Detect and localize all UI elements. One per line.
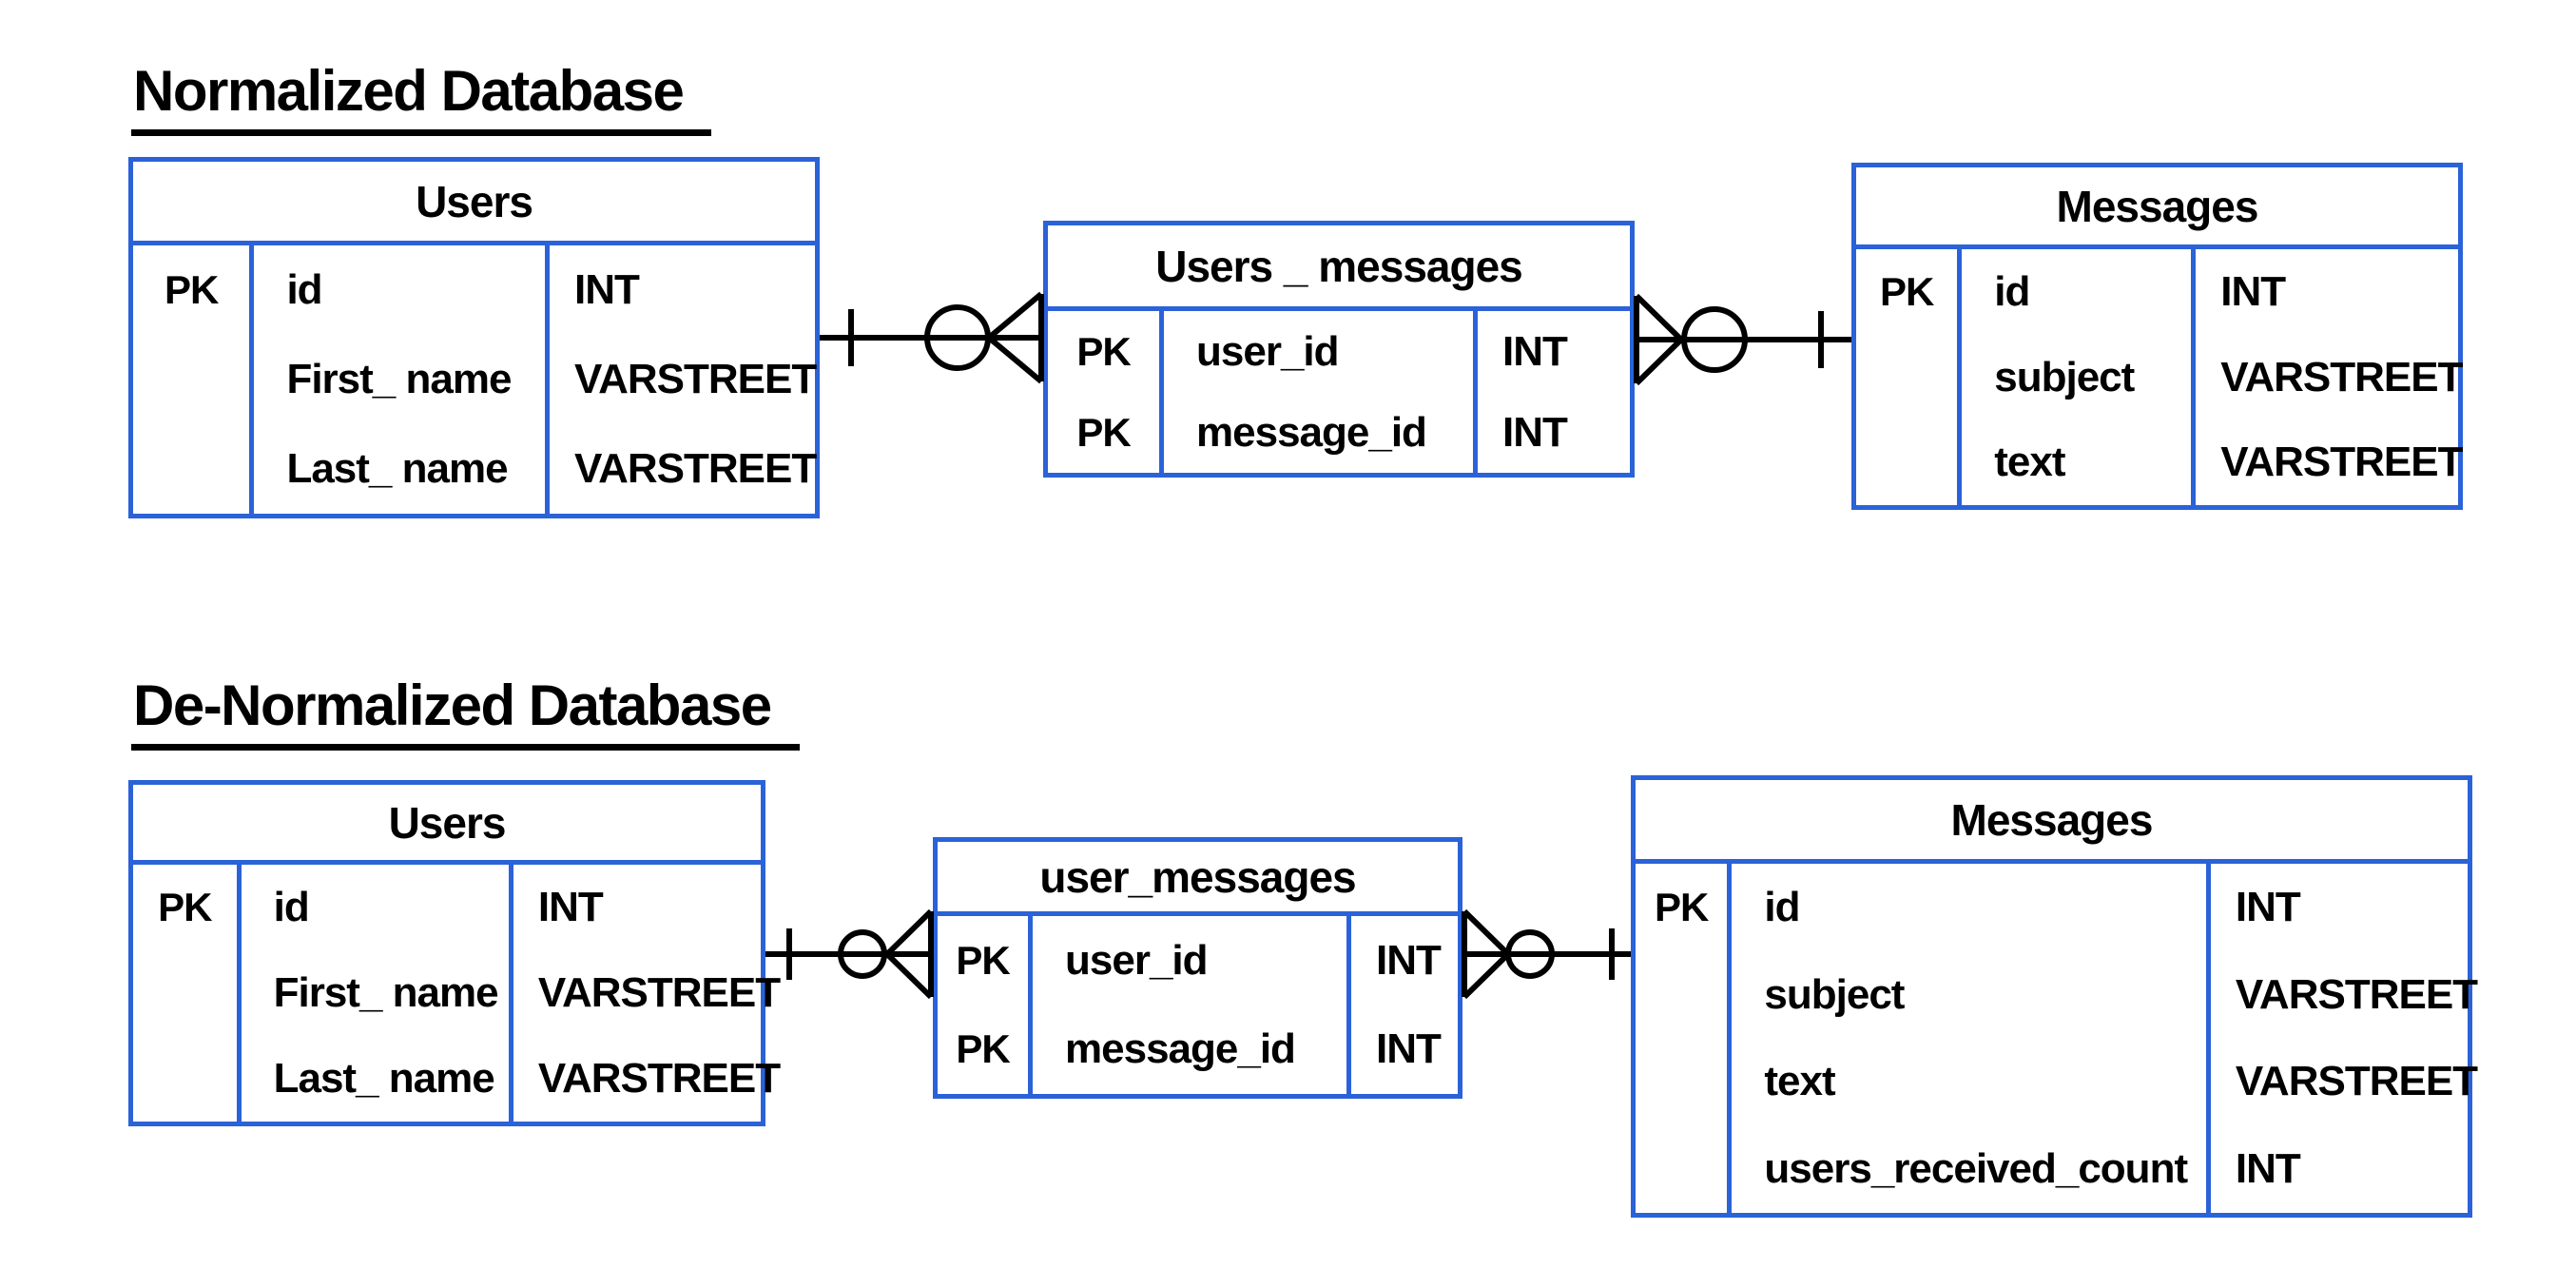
table-body: PK id First_ name Last_ name INT VARSTRE… bbox=[133, 865, 781, 1122]
cardinality-zero-icon bbox=[1681, 306, 1748, 373]
field-type: INT bbox=[1376, 1025, 1442, 1073]
table-body: PK PK user_id message_id INT INT bbox=[938, 916, 1458, 1094]
pk-cell bbox=[133, 950, 237, 1036]
pk-cell: PK bbox=[165, 267, 219, 312]
pk-cell: PK bbox=[956, 937, 1010, 983]
pk-cell: PK bbox=[1076, 328, 1131, 374]
table-users-normalized: Users PK id First_ name Last_ name INT V… bbox=[128, 157, 820, 518]
field-type: VARSTREET bbox=[574, 356, 817, 402]
field-name: Last_ name bbox=[273, 1055, 495, 1102]
pk-cell: PK bbox=[956, 1026, 1010, 1072]
section-title-denormalized: De-Normalized Database bbox=[131, 677, 800, 751]
pk-cell: PK bbox=[1879, 268, 1934, 314]
pk-cell bbox=[1636, 1039, 1727, 1126]
field-type: VARSTREET bbox=[2220, 353, 2463, 400]
table-title: Users bbox=[133, 785, 761, 865]
field-name: user_id bbox=[1065, 936, 1209, 984]
field-type: INT bbox=[2220, 267, 2286, 315]
field-name: subject bbox=[1764, 970, 1905, 1018]
field-type: VARSTREET bbox=[537, 969, 781, 1016]
table-title: user_messages bbox=[938, 842, 1458, 916]
field-type: VARSTREET bbox=[2235, 1058, 2478, 1105]
field-type: VARSTREET bbox=[2235, 970, 2478, 1018]
table-title: Messages bbox=[1856, 167, 2458, 249]
relationship-users-usermessages bbox=[765, 908, 934, 1000]
relationship-usersmessages-messages bbox=[1634, 293, 1851, 386]
field-name: id bbox=[286, 266, 322, 313]
field-name: id bbox=[1764, 883, 1800, 930]
table-title: Users _ messages bbox=[1048, 225, 1630, 311]
pk-cell: PK bbox=[1076, 409, 1131, 455]
pk-cell bbox=[1636, 1125, 1727, 1213]
table-title: Users bbox=[133, 162, 815, 245]
field-type: VARSTREET bbox=[2220, 439, 2463, 486]
pk-cell bbox=[1856, 335, 1957, 420]
field-type: INT bbox=[2235, 883, 2301, 930]
relationship-usermessages-messages bbox=[1462, 908, 1631, 1000]
field-type: VARSTREET bbox=[537, 1055, 781, 1102]
relationship-users-usersmessages bbox=[820, 291, 1044, 384]
table-user-messages-denormalized: user_messages PK PK user_id message_id I… bbox=[933, 837, 1462, 1099]
field-type: INT bbox=[574, 266, 640, 313]
field-type: INT bbox=[537, 884, 604, 930]
pk-cell bbox=[133, 335, 249, 424]
field-name: subject bbox=[1994, 353, 2135, 400]
table-body: PK id First_ name Last_ name INT VARSTRE… bbox=[133, 245, 817, 514]
table-users-messages-normalized: Users _ messages PK PK user_id message_i… bbox=[1043, 221, 1635, 478]
section-title-normalized: Normalized Database bbox=[131, 63, 712, 136]
field-name: id bbox=[1994, 267, 2030, 315]
field-name: First_ name bbox=[273, 969, 499, 1016]
table-body: PK PK user_id message_id INT INT bbox=[1048, 311, 1630, 473]
table-body: PK id subject text INT VARSTREET VARSTRE… bbox=[1856, 249, 2464, 505]
field-type: INT bbox=[1502, 408, 1568, 456]
table-body: PK id subject text users_received_count … bbox=[1636, 864, 2478, 1213]
table-messages-denormalized: Messages PK id subject text users_receiv… bbox=[1631, 775, 2478, 1218]
field-type: INT bbox=[2235, 1145, 2301, 1193]
field-name: message_id bbox=[1065, 1025, 1296, 1073]
field-name: user_id bbox=[1196, 327, 1340, 375]
field-type: INT bbox=[1376, 936, 1442, 984]
pk-cell: PK bbox=[1655, 884, 1709, 929]
table-messages-normalized: Messages PK id subject text INT VARSTREE… bbox=[1851, 163, 2464, 510]
field-name: text bbox=[1764, 1058, 1835, 1105]
crow-foot-many-icon bbox=[882, 908, 934, 1000]
field-name: message_id bbox=[1196, 408, 1427, 456]
cardinality-zero-icon bbox=[1505, 929, 1555, 979]
table-users-denormalized: Users PK id First_ name Last_ name INT V… bbox=[128, 780, 781, 1126]
pk-cell: PK bbox=[158, 885, 212, 929]
pk-cell bbox=[133, 424, 249, 514]
field-name: Last_ name bbox=[286, 445, 508, 492]
crow-foot-many-icon bbox=[984, 291, 1044, 384]
field-type: VARSTREET bbox=[574, 445, 817, 492]
field-name: First_ name bbox=[286, 356, 512, 402]
field-name: text bbox=[1994, 439, 2065, 486]
pk-cell bbox=[133, 1036, 237, 1122]
field-name: id bbox=[273, 884, 310, 930]
field-name: users_received_count bbox=[1764, 1145, 2188, 1193]
pk-cell bbox=[1856, 420, 1957, 505]
table-title: Messages bbox=[1636, 780, 2468, 864]
field-type: INT bbox=[1502, 327, 1568, 375]
pk-cell bbox=[1636, 951, 1727, 1039]
